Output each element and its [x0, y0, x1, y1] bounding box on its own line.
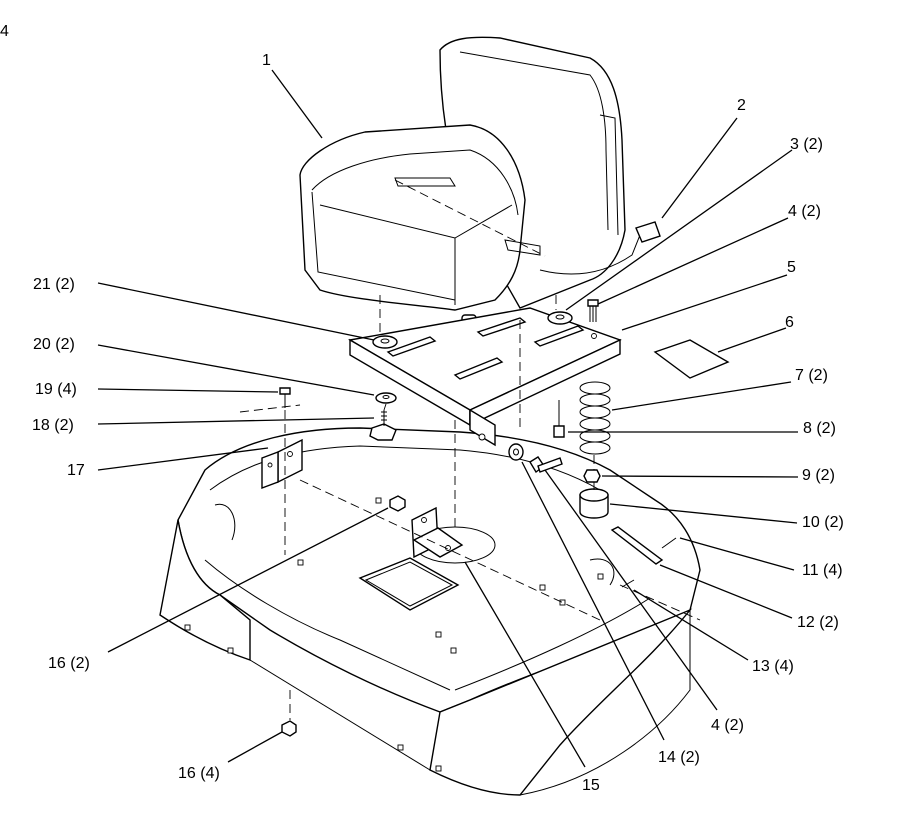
callout-21: 21 (2) — [33, 276, 75, 293]
callout-4-bottom: 4 (2) — [711, 717, 744, 734]
seat-switch-cable — [394, 179, 661, 275]
nut-16-lower — [281, 720, 297, 737]
callout-7: 7 (2) — [795, 367, 828, 384]
callout-5: 5 — [787, 259, 796, 276]
bracket-17 — [261, 438, 303, 490]
callout-16-bottom: 16 (4) — [178, 765, 220, 782]
seat — [299, 36, 626, 326]
seat-plate — [348, 307, 622, 447]
bolt-8 — [553, 400, 565, 438]
deck-holes — [184, 497, 604, 772]
page-marker: 4 — [0, 23, 9, 40]
bolt-4-upper — [587, 299, 599, 322]
callout-10: 10 (2) — [802, 514, 844, 531]
callout-18: 18 (2) — [32, 417, 74, 434]
washer-14 — [508, 443, 524, 461]
callout-8: 8 (2) — [803, 420, 836, 437]
callout-11: 11 (4) — [802, 562, 843, 579]
assembly-lines — [239, 295, 701, 720]
washer-21 — [372, 335, 398, 349]
callout-17: 17 — [67, 462, 85, 479]
spring-7 — [579, 381, 611, 455]
decal-6 — [653, 339, 730, 379]
washer-20 — [375, 392, 397, 404]
nut-9 — [583, 469, 601, 483]
callout-1: 1 — [262, 52, 271, 69]
callout-2: 2 — [737, 97, 746, 114]
washer-3 — [547, 311, 573, 325]
callout-14: 14 (2) — [658, 749, 700, 766]
fender-deck — [159, 427, 701, 796]
bumper-10 — [579, 488, 609, 519]
callout-19: 19 (4) — [35, 381, 77, 398]
callout-9: 9 (2) — [802, 467, 835, 484]
callout-3: 3 (2) — [790, 136, 823, 153]
callout-16-mid: 16 (2) — [48, 655, 90, 672]
bracket-15 — [411, 506, 464, 559]
bolt-19 — [279, 387, 291, 408]
screw-13 — [621, 579, 635, 588]
callout-labels: 1 2 3 (2) 4 (2) 5 6 7 (2) 8 (2) 9 (2) 10… — [32, 52, 844, 794]
screw-11 — [661, 537, 677, 549]
rod-12 — [610, 526, 664, 565]
callout-12: 12 (2) — [797, 614, 839, 631]
callout-15: 15 — [582, 777, 600, 794]
nut-16-upper — [389, 495, 406, 512]
callout-4-top: 4 (2) — [788, 203, 821, 220]
callout-13: 13 (4) — [752, 658, 794, 675]
knob-18 — [369, 410, 397, 441]
callout-20: 20 (2) — [33, 336, 75, 353]
bolt-4-lower — [529, 456, 563, 474]
callout-6: 6 — [785, 314, 794, 331]
leader-lines — [97, 69, 799, 768]
